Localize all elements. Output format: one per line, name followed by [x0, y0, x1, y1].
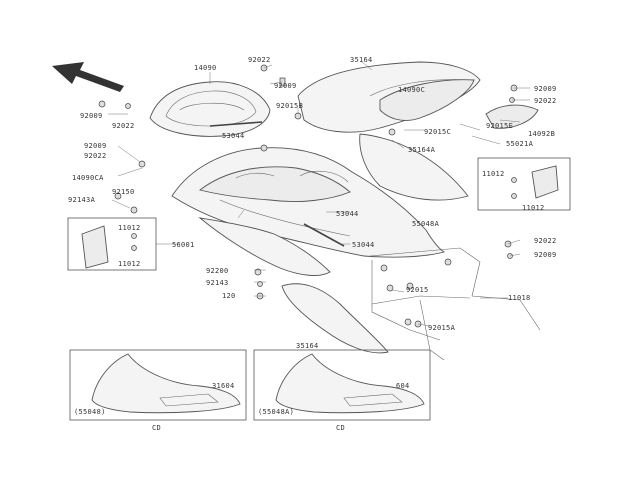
label-56001: 56001	[172, 241, 195, 249]
label-35164-lower: 35164	[296, 342, 319, 350]
label-53044-lower: 53044	[352, 241, 375, 249]
trim-strip[interactable]	[209, 121, 345, 247]
label-92009-mid-left: 92009	[84, 142, 107, 150]
label-92015e: 92015E	[486, 122, 513, 130]
side-panel-left[interactable]	[281, 283, 389, 354]
main-cowl-body[interactable]	[171, 147, 446, 258]
label-35164a: 35164A	[408, 146, 436, 154]
label-92022-right-top: 92022	[534, 97, 557, 105]
label-92143a: 92143A	[68, 196, 96, 204]
label-14090c: 14090C	[398, 86, 425, 94]
label-92015: 92015	[406, 286, 429, 294]
label-92015b: 92015B	[276, 102, 303, 110]
label-92015a: 92015A	[428, 324, 456, 332]
label-11012-right-b: 11012	[522, 204, 545, 212]
front-direction-arrow-icon	[52, 62, 124, 92]
label-92200: 92200	[206, 267, 229, 275]
label-14090ca: 14090CA	[72, 174, 104, 182]
label-92009-top: 92009	[274, 82, 297, 90]
caption-left: CD	[152, 424, 161, 432]
label-55048-bottom-left: (55048)	[74, 408, 106, 416]
label-120: 120	[222, 292, 236, 300]
label-55048a-bottom-right: (55048A)	[258, 408, 294, 416]
leader-lines	[108, 61, 530, 327]
label-92022-mid-left: 92022	[84, 152, 107, 160]
label-92015c: 92015C	[424, 128, 451, 136]
label-11012-left-a: 11012	[118, 224, 141, 232]
bracket-14092b[interactable]	[485, 104, 539, 129]
lower-cowl[interactable]	[198, 217, 331, 276]
label-11012-left-b: 11012	[118, 260, 141, 268]
side-panel-right[interactable]	[359, 133, 469, 201]
right-detail-box	[477, 157, 571, 211]
label-92022-right-mid: 92022	[534, 237, 557, 245]
label-11018: 11018	[508, 294, 531, 302]
bottom-detail-left	[69, 349, 247, 421]
label-11012-right-a: 11012	[482, 170, 505, 178]
frame-11018[interactable]	[369, 247, 541, 361]
meter-cover[interactable]	[149, 81, 271, 137]
label-53044-mid: 53044	[336, 210, 359, 218]
small-cover-14090c[interactable]	[379, 79, 475, 121]
label-92143: 92143	[206, 279, 229, 287]
label-92022-top: 92022	[248, 56, 271, 64]
label-92150: 92150	[112, 188, 135, 196]
label-604: 604	[396, 382, 410, 390]
label-14092b: 14092B	[528, 130, 555, 138]
bottom-detail-right	[253, 349, 431, 421]
label-92009-left: 92009	[80, 112, 103, 120]
part-labels: 92022 14090 92009 35164 92009 92022 9200…	[68, 56, 557, 432]
label-55021a: 55021A	[506, 140, 534, 148]
label-14090: 14090	[194, 64, 217, 72]
label-31604: 31604	[212, 382, 235, 390]
label-92009-right-top: 92009	[534, 85, 557, 93]
label-35164-top: 35164	[350, 56, 373, 64]
label-53044-upper: 53044	[222, 132, 245, 140]
label-92022-left: 92022	[112, 122, 135, 130]
label-55048a: 55048A	[412, 220, 440, 228]
label-92009-right-mid: 92009	[534, 251, 557, 259]
caption-right: CD	[336, 424, 345, 432]
left-detail-box	[67, 217, 157, 271]
